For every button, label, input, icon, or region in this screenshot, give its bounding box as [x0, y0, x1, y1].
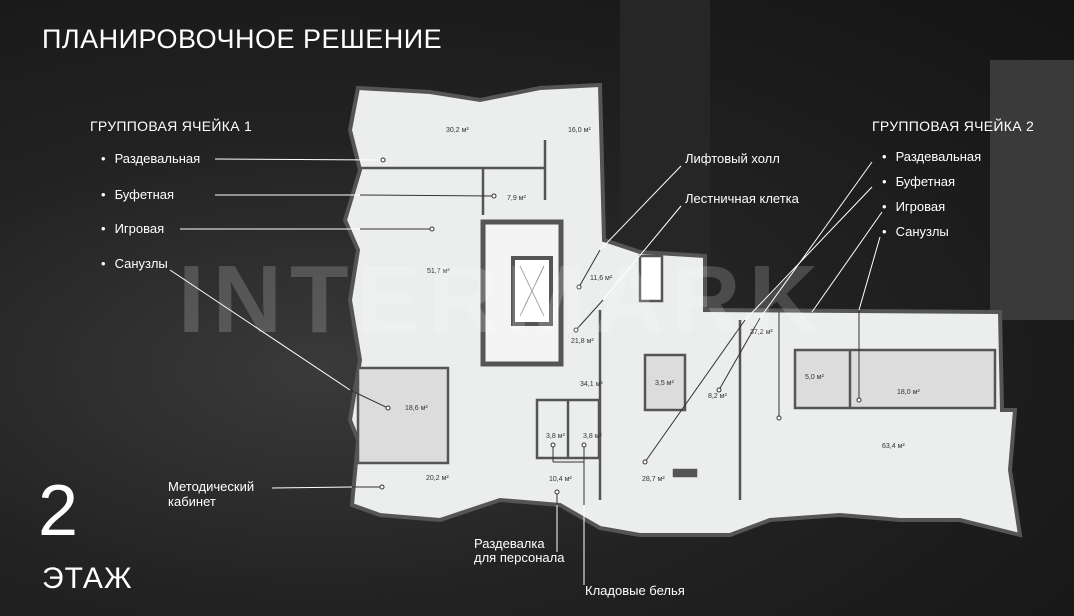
area-label: 28,7 м²	[642, 476, 665, 483]
page-title: ПЛАНИРОВОЧНОЕ РЕШЕНИЕ	[42, 24, 443, 54]
area-label: 10,4 м²	[549, 476, 572, 483]
area-label: 20,2 м²	[426, 475, 449, 482]
area-label: 7,9 м²	[507, 195, 526, 202]
label-staff-dressing-1: Раздевалка	[474, 536, 545, 551]
area-label: 16,0 м²	[568, 127, 591, 134]
background-window	[990, 60, 1074, 320]
label-stairs: Лестничная клетка	[685, 191, 799, 206]
watermark-logo: INTERMARK	[178, 246, 826, 353]
group2-item-playroom: Игровая	[882, 199, 946, 214]
leader-lines	[169, 157, 883, 585]
walls	[356, 140, 997, 500]
area-label: 51,7 м²	[427, 268, 450, 275]
area-label: 3,8 м²	[546, 433, 565, 440]
area-label: 8,2 м²	[708, 393, 727, 400]
group1-item-dressing: Раздевальная	[101, 151, 201, 166]
group1-title: ГРУППОВАЯ ЯЧЕЙКА 1	[90, 118, 253, 134]
area-label: 11,6 м²	[590, 275, 613, 282]
group1-item-toilets: Санузлы	[101, 256, 168, 271]
area-label: 21,8 м²	[571, 338, 594, 345]
label-lift-hall: Лифтовый холл	[685, 151, 780, 166]
group2-item-buffet: Буфетная	[882, 174, 956, 189]
group1-item-playroom: Игровая	[101, 221, 165, 236]
plan-floor	[342, 82, 1023, 538]
label-method-room-1: Методический	[168, 479, 255, 494]
area-label: 30,2 м²	[446, 127, 469, 134]
label-staff-dressing-2: для персонала	[474, 550, 565, 565]
group2-item-dressing: Раздевальная	[882, 149, 982, 164]
group1-item-buffet: Буфетная	[101, 187, 175, 202]
area-label: 34,1 м²	[580, 381, 603, 388]
label-method-room-2: кабинет	[168, 494, 216, 509]
area-label: 5,0 м²	[805, 374, 824, 381]
floor-word: ЭТАЖ	[42, 562, 133, 595]
floor-number: 2	[38, 471, 79, 551]
group2-item-toilets: Санузлы	[882, 224, 949, 239]
area-label: 63,4 м²	[882, 443, 905, 450]
area-label: 18,6 м²	[405, 405, 428, 412]
group2-title: ГРУППОВАЯ ЯЧЕЙКА 2	[872, 118, 1035, 134]
area-label: 18,0 м²	[897, 389, 920, 396]
area-label: 3,8 м²	[583, 433, 602, 440]
area-label: 3,5 м²	[655, 380, 674, 387]
label-linen-storage: Кладовые белья	[585, 583, 685, 598]
area-label: 37,2 м²	[750, 329, 773, 336]
